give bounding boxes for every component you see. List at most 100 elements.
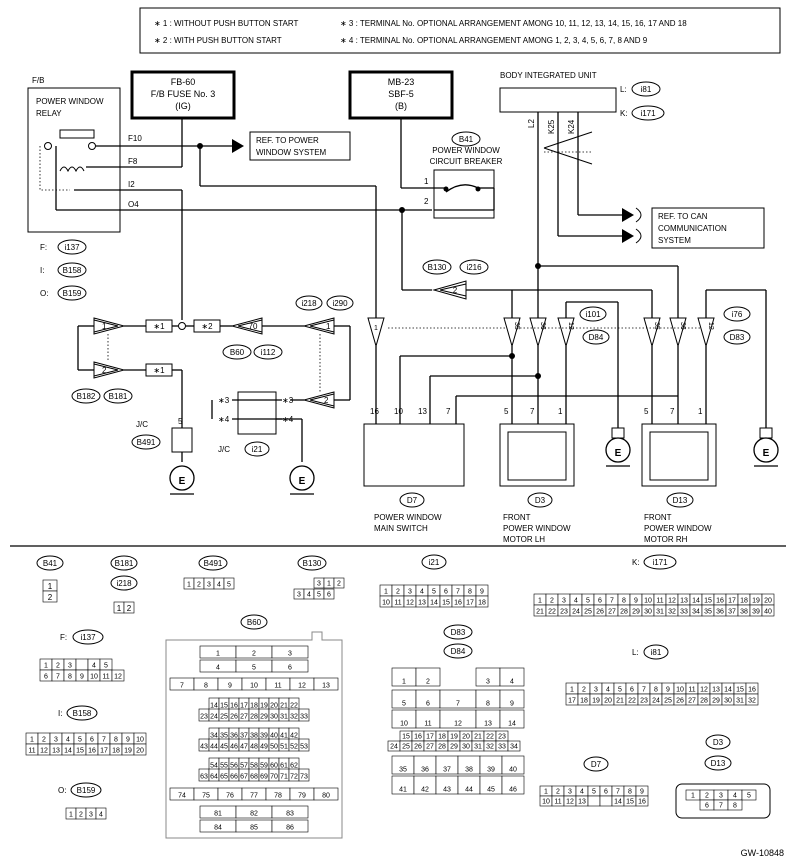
i81-row1-pin-number: 8 — [654, 687, 658, 694]
b491-pin-number: 5 — [227, 582, 231, 589]
b60-row7-pin-number: 48 — [250, 744, 258, 751]
d83-r3c-pin-number: 13 — [484, 721, 492, 728]
d7-row1-pin-number: 4 — [580, 789, 584, 796]
d83-r3c-cell — [499, 709, 525, 729]
legend-item-1: ∗ 1 : WITHOUT PUSH BUTTON START — [154, 19, 298, 28]
key-prefix-o: O: — [40, 289, 48, 298]
component-d13: D13 FRONT POWER WINDOW MOTOR RH — [641, 423, 717, 544]
b60-row5-cell — [298, 708, 310, 722]
b60-row9-pin-number: 64 — [210, 774, 218, 781]
chain-pin-1: 1 — [102, 322, 107, 331]
breaker-line2: CIRCUIT BREAKER — [430, 157, 503, 166]
d7-row2-pin-number: 10 — [542, 799, 550, 806]
body-unit-conn-k-id: i171 — [640, 109, 656, 118]
b60-row9-pin-number: 67 — [240, 774, 248, 781]
b60-row5-pin-number: 23 — [200, 714, 208, 721]
b60-row4-pin-number: 21 — [280, 703, 288, 710]
d3-row1-pin-number: 2 — [705, 793, 709, 800]
b60-row2-pin-number: 6 — [288, 665, 292, 672]
cv-i81-prefix: L: — [632, 648, 639, 657]
joint-connector-b491: J/C B491 5 — [131, 417, 193, 453]
i21-row2-pin-number: 17 — [466, 600, 474, 607]
b60-row9-pin-number: 63 — [200, 774, 208, 781]
d83-r5-pin-number: 28 — [438, 744, 446, 751]
b130-label: B130 — [428, 263, 447, 272]
b60-row8-pin-number: 62 — [290, 763, 298, 770]
lower-wiring: 16 10 13 7 5 7 1 5 7 1 — [370, 346, 707, 424]
b491-pin-number: 3 — [207, 582, 211, 589]
key-id-b159: B159 — [63, 289, 82, 298]
cv-b159-prefix: O: — [58, 786, 66, 795]
d83-r5-pin-number: 29 — [450, 744, 458, 751]
d7-row1-pin-number: 6 — [604, 789, 608, 796]
d83-r6-pin-number: 37 — [443, 767, 451, 774]
terminal-arrows: 1 35 36 12 35 36 12 i101 D84 i76 D83 — [367, 306, 751, 348]
joint-connector-i21: ∗3 ∗4 J/C i21 — [211, 391, 282, 457]
i171-row2-pin-number: 39 — [752, 609, 760, 616]
d3-row2-pin-number: 6 — [705, 803, 709, 810]
b60-row3-cell — [313, 677, 339, 691]
body-unit-conn-l: L: — [620, 85, 627, 94]
b60-row3-pin-number: 9 — [228, 683, 232, 690]
cv-d83-id: D83 — [451, 628, 466, 637]
body-unit-pin-k24: K24 — [567, 119, 576, 134]
d3-line1: FRONT — [503, 513, 531, 522]
d83-r3b-pin-number: 12 — [454, 721, 462, 728]
cv-i137-prefix: F: — [60, 633, 67, 642]
i81-row2-pin-number: 31 — [736, 698, 744, 705]
b60-row4-pin-number: 18 — [250, 703, 258, 710]
ref-pw-line2: WINDOW SYSTEM — [256, 148, 327, 157]
key-prefix-i: I: — [40, 266, 44, 275]
legend: ∗ 1 : WITHOUT PUSH BUTTON START ∗ 2 : WI… — [139, 7, 781, 54]
connector-view-b41: B41 1 2 — [36, 555, 64, 603]
cv-b181-id2: i218 — [116, 579, 132, 588]
relay-term-o4: O4 — [128, 200, 139, 209]
b60-row4-pin-number: 15 — [220, 703, 228, 710]
i21-row2-pin-number: 16 — [454, 600, 462, 607]
i21-row2-pin-number: 18 — [478, 600, 486, 607]
i81-row2-pin-number: 22 — [628, 698, 636, 705]
i21-row2-pin-number: 11 — [394, 600, 401, 607]
body-integrated-unit: BODY INTEGRATED UNIT L: i81 K: i171 L2 K… — [499, 71, 665, 134]
ground-2-label: E — [299, 476, 306, 487]
cv-b159-id: B159 — [77, 786, 96, 795]
d7-row2-pin-number: 14 — [614, 799, 622, 806]
b60-row4-pin-number: 22 — [290, 703, 298, 710]
d13-line2: POWER WINDOW — [644, 524, 712, 533]
b491-pin-number: 4 — [217, 582, 221, 589]
connector-view-b181: B181 i218 1 2 — [110, 555, 138, 614]
relay-term-f10: F10 — [128, 134, 142, 143]
d83-r5-pin-number: 30 — [462, 744, 470, 751]
i81-row1-pin-number: 1 — [570, 687, 574, 694]
i216-label: i216 — [466, 263, 482, 272]
i171-row1-pin-number: 13 — [680, 598, 688, 605]
i81-row1-pin-number: 10 — [676, 687, 684, 694]
ref-can-system: REF. TO CAN COMMUNICATION SYSTEM — [622, 207, 765, 249]
i81-row2-cell — [745, 693, 759, 706]
i171-row1-pin-number: 17 — [728, 598, 736, 605]
d7-row1-pin-number: 2 — [556, 789, 560, 796]
b158-row2-pin-number: 11 — [28, 748, 35, 755]
b158-row1-pin-number: 8 — [114, 737, 118, 744]
cv-b181-pin2: 2 — [127, 604, 132, 613]
jc-b491-prefix: J/C — [136, 420, 148, 429]
rh-pin-5: 5 — [644, 407, 649, 416]
b60-row1-cell — [271, 645, 309, 659]
b60-row5-pin-number: 27 — [240, 714, 248, 721]
i81-row1-pin-number: 2 — [582, 687, 586, 694]
legend-item-2: ∗ 2 : WITH PUSH BUTTON START — [154, 36, 282, 45]
b130-bottom-cell — [323, 588, 335, 600]
d7-line2: MAIN SWITCH — [374, 524, 428, 533]
b159-cell — [95, 807, 107, 820]
d3-row1-pin-number: 1 — [691, 793, 695, 800]
d83-r5-pin-number: 26 — [414, 744, 422, 751]
connector-b130-i216: B130 i216 2 — [422, 259, 489, 300]
b60-row7-pin-number: 45 — [220, 744, 228, 751]
i171-row1-pin-number: 2 — [550, 598, 554, 605]
b60-row9-pin-number: 72 — [290, 774, 298, 781]
cv-i171-prefix: K: — [632, 558, 640, 567]
d83-r6-pin-number: 35 — [399, 767, 407, 774]
